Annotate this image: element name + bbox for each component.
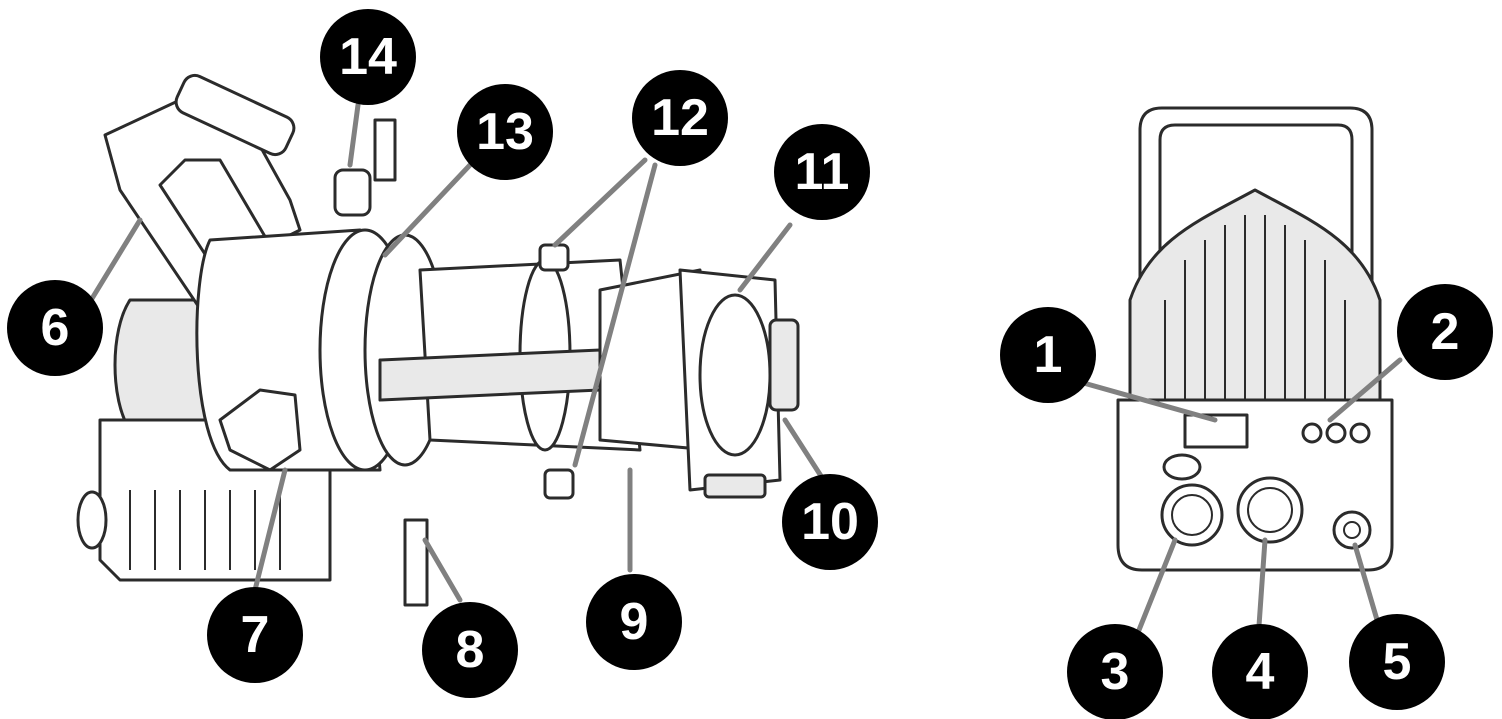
callout-2: 2 <box>1397 284 1493 380</box>
callout-11: 11 <box>774 124 870 220</box>
callout-13: 13 <box>457 84 553 180</box>
top-shutter-handle <box>373 118 397 182</box>
callout-14: 14 <box>320 9 416 105</box>
leader-14 <box>347 102 361 168</box>
callout-8: 8 <box>422 602 518 698</box>
leader-3 <box>1132 537 1178 643</box>
callout-9: 9 <box>586 574 682 670</box>
yoke-top <box>174 73 296 157</box>
barrel-handle <box>378 348 602 402</box>
callout-5: 5 <box>1349 614 1445 710</box>
bottom-shutter-handle <box>403 518 429 607</box>
yoke-lock-knob <box>218 388 302 472</box>
callout-10: 10 <box>782 474 878 570</box>
callout-label-14: 14 <box>339 28 397 86</box>
dmx-in-connector <box>1160 483 1224 547</box>
callout-4: 4 <box>1212 624 1308 719</box>
leader-2 <box>1327 357 1403 423</box>
heat-sink <box>1128 188 1382 402</box>
callout-label-7: 7 <box>241 606 270 664</box>
callout-label-2: 2 <box>1431 303 1460 361</box>
callout-label-6: 6 <box>41 299 70 357</box>
callout-1: 1 <box>1000 307 1096 403</box>
top-knob <box>333 168 372 217</box>
callout-label-12: 12 <box>651 89 709 147</box>
callout-label-11: 11 <box>795 143 850 201</box>
gel-clip-lower <box>703 473 767 499</box>
callout-label-9: 9 <box>620 593 649 651</box>
leader-5 <box>1352 542 1383 633</box>
callout-12: 12 <box>632 70 728 166</box>
leader-13 <box>382 162 473 258</box>
control-button-1 <box>1301 422 1323 444</box>
base-knob <box>76 490 108 550</box>
callout-6: 6 <box>7 280 103 376</box>
fixture-side-view <box>76 73 800 607</box>
leader-12b <box>572 162 658 468</box>
callout-label-13: 13 <box>476 103 534 161</box>
fixture-rear-view <box>1116 106 1394 572</box>
leader-11 <box>737 222 793 293</box>
gel-clip <box>768 318 800 412</box>
front-lens <box>698 293 772 457</box>
zoom-knob-bottom <box>543 468 575 500</box>
fuse-holder <box>1162 453 1202 481</box>
power-input-pin <box>1343 521 1361 539</box>
power-input <box>1332 510 1372 550</box>
callout-label-5: 5 <box>1383 633 1412 691</box>
callout-label-1: 1 <box>1034 326 1063 384</box>
callout-7: 7 <box>207 587 303 683</box>
base-fins <box>129 490 281 570</box>
control-button-3 <box>1349 422 1371 444</box>
callout-label-3: 3 <box>1101 643 1130 701</box>
callout-label-10: 10 <box>801 493 859 551</box>
callouts: 1 2 3 4 5 6 7 8 <box>7 9 1493 719</box>
heat-sink-fins <box>1164 215 1346 400</box>
control-button-2 <box>1325 422 1347 444</box>
leader-12a <box>552 157 648 248</box>
callout-label-4: 4 <box>1246 643 1275 701</box>
zoom-knob-top <box>538 243 570 272</box>
callout-3: 3 <box>1067 624 1163 719</box>
leader-lines <box>82 102 1403 643</box>
leader-8 <box>422 537 463 603</box>
callout-label-8: 8 <box>456 621 485 679</box>
leader-1 <box>1077 379 1218 423</box>
dmx-in-socket <box>1171 494 1213 536</box>
dmx-out-socket <box>1247 487 1293 533</box>
leader-7 <box>252 467 288 593</box>
leader-4 <box>1255 537 1268 643</box>
leader-6 <box>82 217 143 313</box>
